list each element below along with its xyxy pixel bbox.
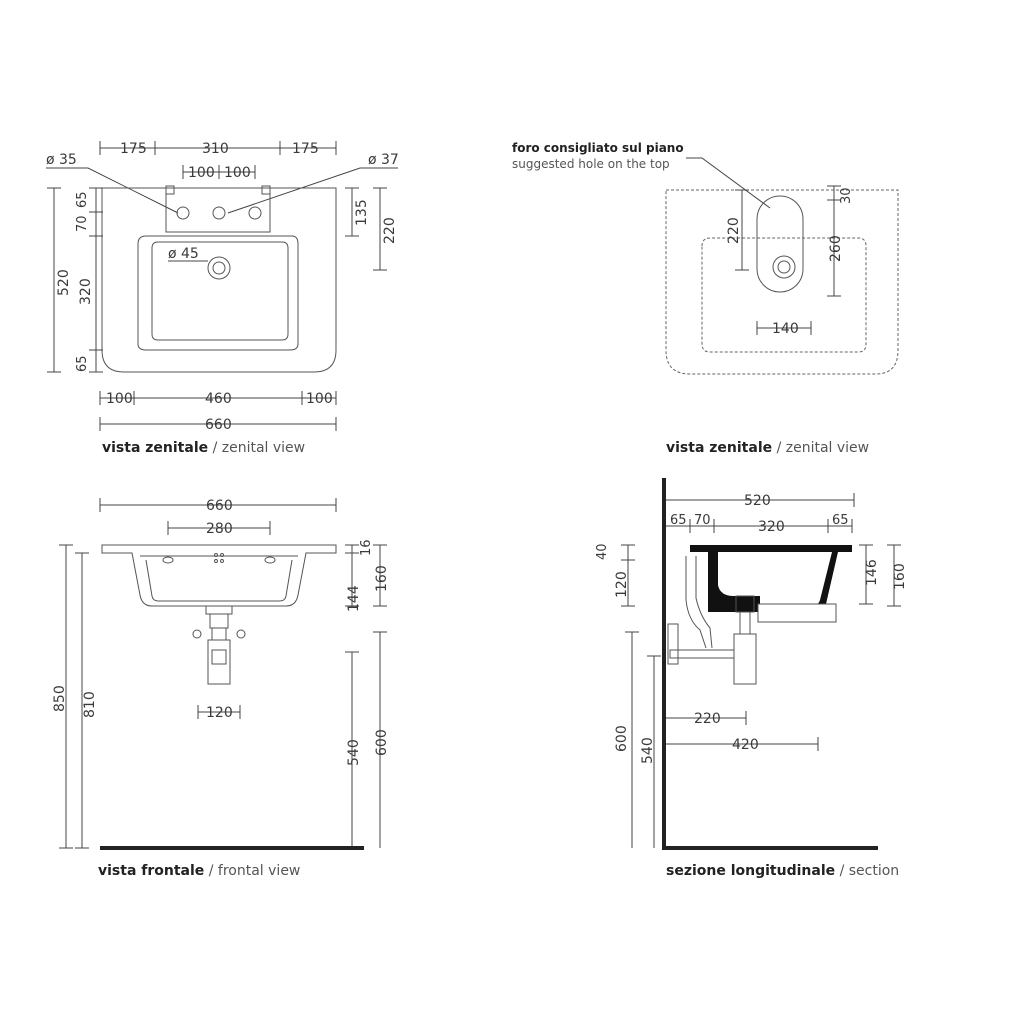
floor-line: [100, 846, 364, 850]
bottom-left-frontal-view: 660 280 16 144 1: [52, 498, 390, 879]
dim-420-section: 420: [732, 737, 759, 753]
suggested-hole: [756, 195, 804, 293]
support-block: [757, 603, 837, 623]
dim-140: 140: [772, 321, 799, 337]
dim-175-right: 175: [292, 141, 319, 157]
floor-line-section: [662, 846, 878, 850]
tap-hole-center: [212, 206, 226, 220]
dim-65-b-section: 65: [832, 513, 849, 528]
top-left-zenital-view: 175 310 175 100 100 ø 35 ø 37 ø 45: [46, 141, 399, 456]
dim-100-a: 100: [188, 165, 215, 181]
basin-section: [666, 545, 852, 612]
dim-160-section: 160: [892, 563, 908, 590]
dim-660-front: 660: [206, 498, 233, 514]
caption-top-right: vista zenitale / zenital view: [666, 440, 869, 456]
dim-16: 16: [359, 539, 374, 556]
dim-810: 810: [82, 691, 98, 718]
dim-600-section: 600: [614, 725, 630, 752]
dim-65-top: 65: [75, 191, 90, 208]
dim-phi-45: ø 45: [168, 246, 199, 262]
dim-100-b: 100: [224, 165, 251, 181]
bowl-outline: [137, 235, 299, 351]
note-italian: foro consigliato sul piano: [512, 141, 684, 155]
countertop-outline: [665, 189, 899, 375]
wall: [662, 478, 666, 850]
dim-280: 280: [206, 521, 233, 537]
dim-70-section: 70: [694, 513, 711, 528]
dim-320-section: 320: [758, 519, 785, 535]
caption-top-left: vista zenitale / zenital view: [102, 440, 305, 456]
dim-540-front: 540: [346, 739, 362, 766]
dim-135: 135: [354, 199, 370, 226]
dim-65-bottom: 65: [75, 355, 90, 372]
basin-outline: [101, 187, 337, 373]
dim-310: 310: [202, 141, 229, 157]
bottom-right-section: 520 65 70 320 65 40 120: [595, 478, 908, 879]
top-right-zenital-view: foro consigliato sul piano suggested hol…: [512, 141, 899, 456]
dim-phi-35: ø 35: [46, 152, 77, 168]
basin-front: [101, 544, 337, 607]
dim-100-bottom-left: 100: [106, 391, 133, 407]
drain-hole: [207, 256, 231, 280]
dim-260: 260: [828, 235, 844, 262]
dim-120-section: 120: [614, 571, 630, 598]
dim-600-front: 600: [374, 729, 390, 756]
dim-40-section: 40: [595, 543, 610, 560]
dim-120-front: 120: [206, 705, 233, 721]
dim-160-front: 160: [374, 565, 390, 592]
dim-175-left: 175: [120, 141, 147, 157]
dim-70: 70: [75, 215, 90, 232]
dim-30: 30: [839, 187, 854, 204]
caption-bottom-right: sezione longitudinale / section: [666, 863, 899, 879]
siphon: [192, 605, 246, 685]
tap-hole-right: [248, 206, 262, 220]
caption-bottom-left: vista frontale / frontal view: [98, 863, 300, 879]
tap-hole-left: [176, 206, 190, 220]
dim-460: 460: [205, 391, 232, 407]
dim-850: 850: [52, 685, 68, 712]
note-english: suggested hole on the top: [512, 157, 670, 171]
dim-220: 220: [382, 217, 398, 244]
dim-146-section: 146: [864, 559, 880, 586]
dim-520-section: 520: [744, 493, 771, 509]
dim-320: 320: [78, 278, 94, 305]
dim-660-total: 660: [205, 417, 232, 433]
dim-220-hole: 220: [726, 217, 742, 244]
dim-144: 144: [346, 585, 362, 612]
dim-520: 520: [56, 269, 72, 296]
dim-100-bottom-right: 100: [306, 391, 333, 407]
dim-phi-37: ø 37: [368, 152, 399, 168]
dim-540-section: 540: [640, 737, 656, 764]
dim-220-section: 220: [694, 711, 721, 727]
dim-65-a-section: 65: [670, 513, 687, 528]
